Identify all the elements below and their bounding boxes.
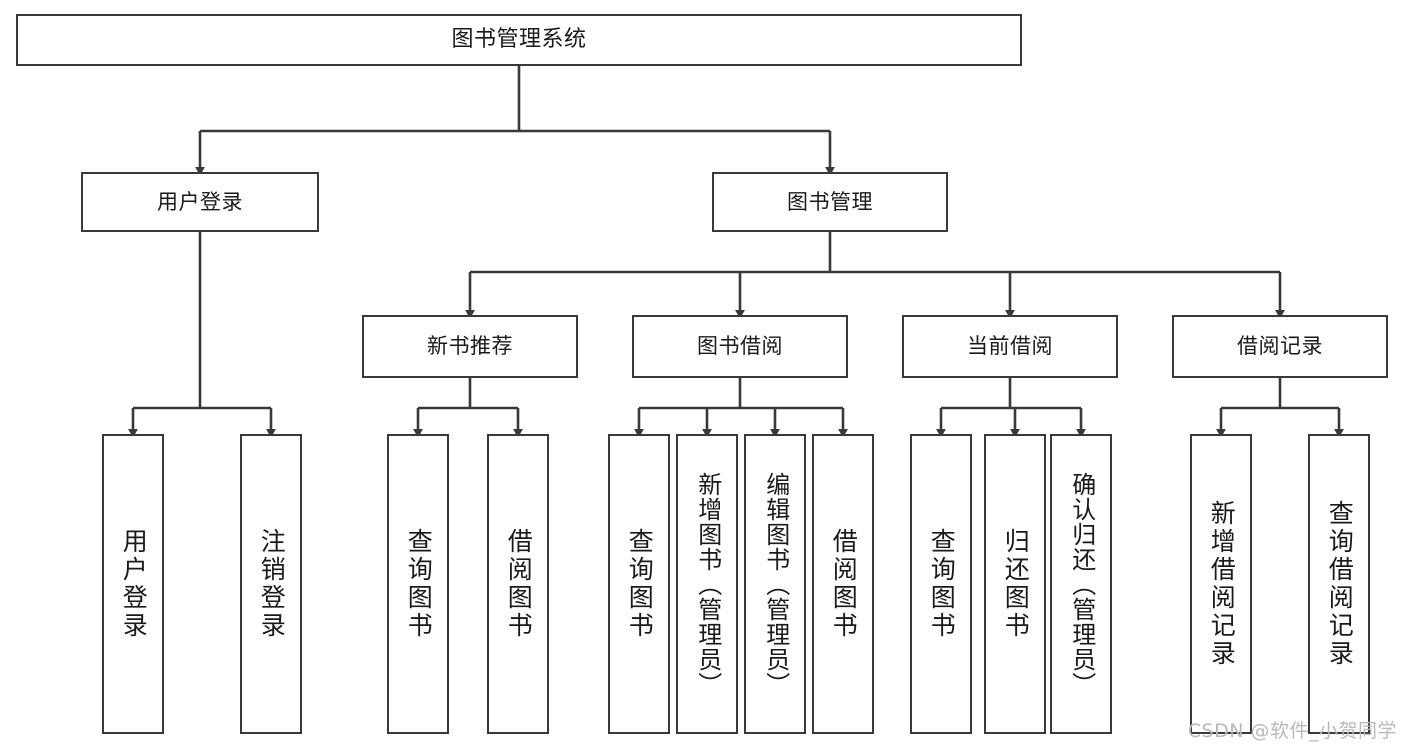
node-new-book-recommend[interactable]: 新书推荐 <box>362 315 578 378</box>
node-leaf-logout[interactable]: 注销登录 <box>240 434 302 734</box>
node-label: 新增借阅记录 <box>1207 500 1237 668</box>
node-label: 新增图书（管理员） <box>693 471 722 697</box>
node-leaf-query-borrow-record[interactable]: 查询借阅记录 <box>1308 434 1370 734</box>
node-label: 图书管理系统 <box>451 27 587 53</box>
node-current-borrow[interactable]: 当前借阅 <box>902 315 1118 378</box>
node-label: 注销登录 <box>257 528 287 640</box>
watermark-text: CSDN @软件_小贺同学 <box>1187 720 1397 742</box>
node-leaf-add-borrow-record[interactable]: 新增借阅记录 <box>1190 434 1252 734</box>
node-label: 图书管理 <box>787 189 873 214</box>
node-user-login[interactable]: 用户登录 <box>81 172 319 232</box>
node-label: 用户登录 <box>119 528 149 640</box>
node-label: 确认归还（管理员） <box>1067 471 1096 697</box>
node-label: 新书推荐 <box>427 334 513 359</box>
node-borrow-record[interactable]: 借阅记录 <box>1172 315 1388 378</box>
node-label: 查询图书 <box>625 528 655 640</box>
node-label: 借阅记录 <box>1237 334 1323 359</box>
node-label: 归还图书 <box>1001 528 1031 640</box>
node-leaf-query-book-current[interactable]: 查询图书 <box>910 434 972 734</box>
node-root[interactable]: 图书管理系统 <box>16 14 1022 66</box>
node-book-manage[interactable]: 图书管理 <box>712 172 948 232</box>
node-label: 借阅图书 <box>829 528 859 640</box>
node-label: 当前借阅 <box>967 334 1053 359</box>
node-leaf-user-login[interactable]: 用户登录 <box>102 434 164 734</box>
node-label: 编辑图书（管理员） <box>761 471 790 697</box>
node-leaf-return-book[interactable]: 归还图书 <box>984 434 1046 734</box>
node-leaf-add-book-admin[interactable]: 新增图书（管理员） <box>676 434 738 734</box>
node-label: 借阅图书 <box>504 528 534 640</box>
node-label: 图书借阅 <box>697 334 783 359</box>
node-book-borrow[interactable]: 图书借阅 <box>632 315 848 378</box>
node-leaf-borrow-book[interactable]: 借阅图书 <box>812 434 874 734</box>
node-leaf-query-book-recommend[interactable]: 查询图书 <box>387 434 449 734</box>
node-leaf-query-book-borrow[interactable]: 查询图书 <box>608 434 670 734</box>
node-leaf-edit-book-admin[interactable]: 编辑图书（管理员） <box>744 434 806 734</box>
node-label: 查询图书 <box>927 528 957 640</box>
node-label: 查询图书 <box>404 528 434 640</box>
node-leaf-confirm-return-admin[interactable]: 确认归还（管理员） <box>1050 434 1112 734</box>
node-label: 查询借阅记录 <box>1325 500 1355 668</box>
node-label: 用户登录 <box>157 189 243 214</box>
node-leaf-borrow-book-recommend[interactable]: 借阅图书 <box>487 434 549 734</box>
